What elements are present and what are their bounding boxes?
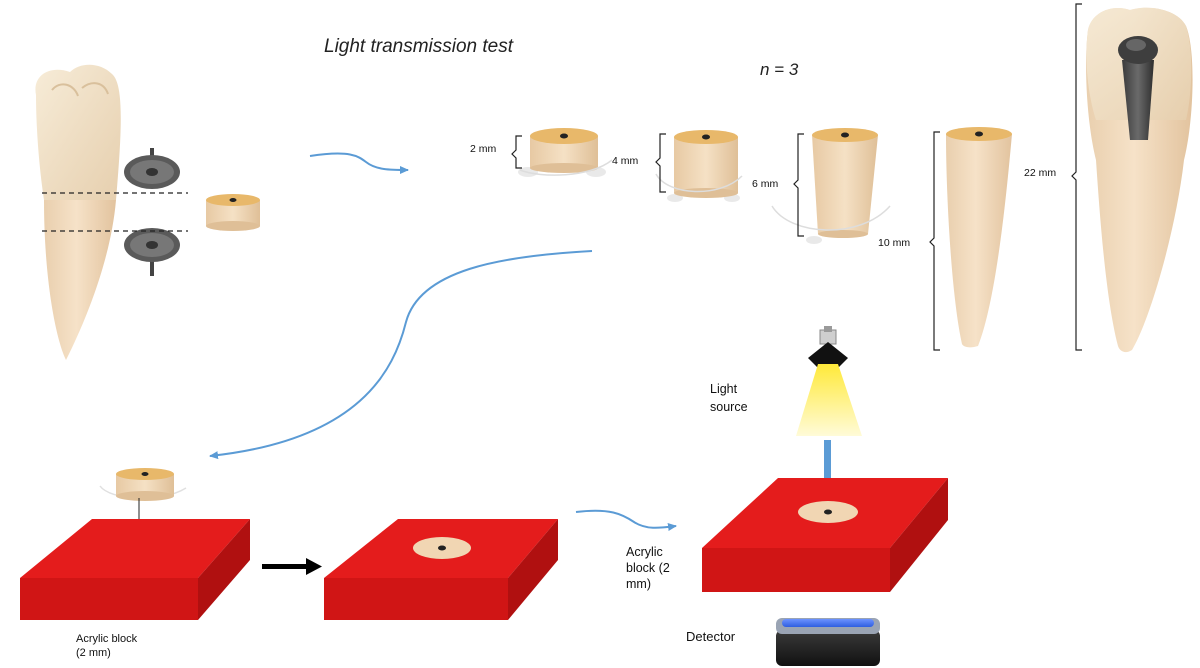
bracket-6mm	[793, 133, 804, 237]
diagram-title: Light transmission test	[324, 36, 514, 57]
bracket-10mm	[929, 131, 940, 351]
cutting-disc-top	[124, 148, 180, 189]
tooth-with-post	[1086, 7, 1193, 353]
dentin-slice	[206, 194, 260, 231]
specimen-above-block	[99, 468, 187, 501]
specimen-6mm	[771, 128, 891, 244]
sample-size: n = 3	[760, 60, 799, 79]
length-label-6mm: 6 mm	[752, 178, 779, 190]
bracket-22mm	[1071, 3, 1082, 351]
flow-arrow-to-specimens	[309, 152, 409, 174]
cutting-disc-bottom	[124, 228, 180, 276]
acrylic-block-3	[702, 478, 948, 592]
length-label-2mm: 2 mm	[470, 143, 497, 155]
acrylic-block-label-left: Acrylic block (2 mm)	[76, 633, 140, 659]
light-beam	[824, 440, 831, 502]
acrylic-block-label-right: Acrylic block (2 mm)	[626, 545, 673, 591]
length-label-4mm: 4 mm	[612, 155, 639, 167]
specimen-10mm	[946, 127, 1012, 348]
step-arrow	[262, 558, 322, 575]
bracket-4mm	[655, 133, 666, 193]
tooth-illustration	[35, 64, 121, 360]
bracket-2mm	[511, 135, 522, 169]
length-label-22mm: 22 mm	[1024, 167, 1056, 179]
acrylic-block-2	[324, 519, 558, 620]
detector-label: Detector	[686, 629, 736, 644]
flow-arrow-to-test	[575, 509, 677, 531]
specimen-4mm	[655, 130, 743, 202]
detector-icon	[776, 618, 880, 666]
flow-arrow-to-block	[209, 250, 593, 460]
specimen-2mm	[518, 128, 613, 177]
light-source-label: Light source	[710, 382, 748, 414]
length-label-10mm: 10 mm	[878, 237, 910, 249]
light-source-icon	[796, 326, 862, 436]
acrylic-block-1	[20, 519, 250, 620]
